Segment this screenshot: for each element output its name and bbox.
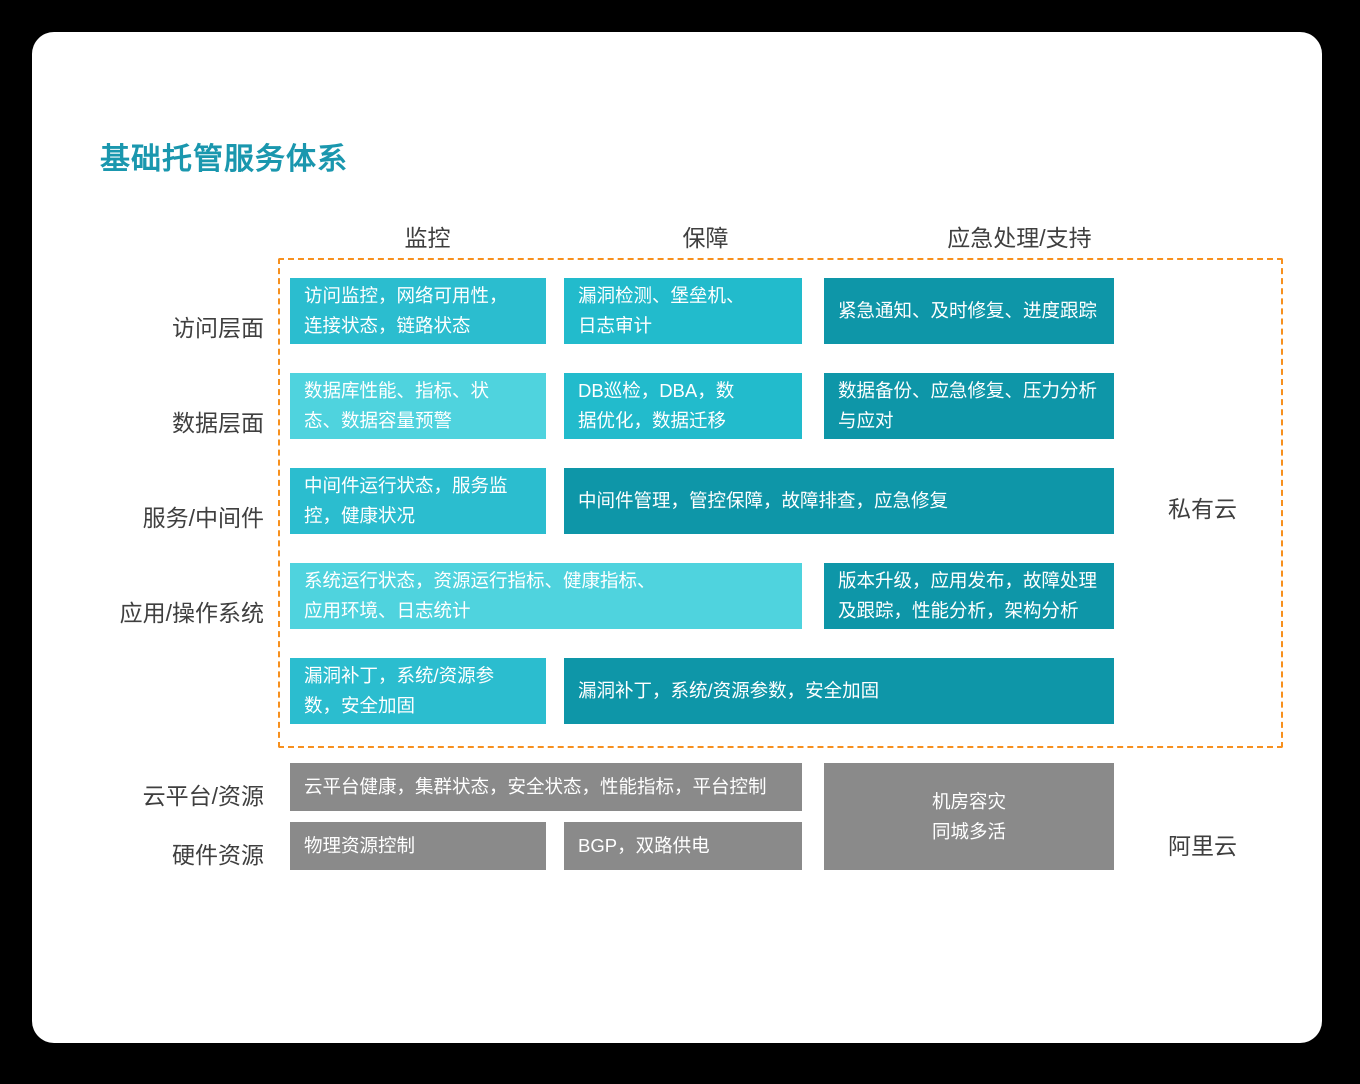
cell-middleware-monitoring[interactable]: 中间件运行状态，服务监 控，健康状况 <box>290 468 546 534</box>
row-label-service-middleware: 服务/中间件 <box>142 505 264 531</box>
diagram-card: 基础托管服务体系 监控 保障 应急处理/支持 访问层面 数据层面 服务/中间件 … <box>32 32 1322 1043</box>
cell-data-monitoring[interactable]: 数据库性能、指标、状 态、数据容量预警 <box>290 373 546 439</box>
cell-application-monitoring-assurance[interactable]: 系统运行状态，资源运行指标、健康指标、 应用环境、日志统计 <box>290 563 802 629</box>
column-header-emergency-support: 应急处理/支持 <box>947 225 1092 251</box>
cell-hardware-monitoring[interactable]: 物理资源控制 <box>290 822 546 870</box>
private-cloud-boundary <box>278 258 1283 748</box>
page-title: 基础托管服务体系 <box>100 143 348 176</box>
cell-cloud-platform-monitoring[interactable]: 云平台健康，集群状态，安全状态，性能指标，平台控制 <box>290 763 802 811</box>
cell-application-emergency[interactable]: 版本升级，应用发布，故障处理 及跟踪，性能分析，架构分析 <box>824 563 1114 629</box>
column-header-assurance: 保障 <box>682 225 729 251</box>
cell-access-emergency[interactable]: 紧急通知、及时修复、进度跟踪 <box>824 278 1114 344</box>
row-label-data-layer: 数据层面 <box>172 410 264 436</box>
cell-access-monitoring[interactable]: 访问监控，网络可用性， 连接状态，链路状态 <box>290 278 546 344</box>
row-label-access-layer: 访问层面 <box>172 315 264 341</box>
cell-security-monitoring[interactable]: 漏洞补丁，系统/资源参 数，安全加固 <box>290 658 546 724</box>
group-label-private-cloud: 私有云 <box>1168 496 1237 522</box>
cell-data-assurance[interactable]: DB巡检，DBA，数 据优化，数据迁移 <box>564 373 802 439</box>
cell-datacenter-disaster-recovery[interactable]: 机房容灾 同城多活 <box>824 763 1114 870</box>
cell-data-emergency[interactable]: 数据备份、应急修复、压力分析 与应对 <box>824 373 1114 439</box>
cell-middleware-assurance-emergency[interactable]: 中间件管理，管控保障，故障排查，应急修复 <box>564 468 1114 534</box>
row-label-cloud-platform-resource: 云平台/资源 <box>142 783 264 809</box>
column-header-monitoring: 监控 <box>404 225 451 251</box>
cell-security-assurance-emergency[interactable]: 漏洞补丁，系统/资源参数，安全加固 <box>564 658 1114 724</box>
cell-hardware-assurance[interactable]: BGP，双路供电 <box>564 822 802 870</box>
row-label-hardware-resource: 硬件资源 <box>172 842 264 868</box>
group-label-alibaba-cloud: 阿里云 <box>1168 833 1237 859</box>
cell-access-assurance[interactable]: 漏洞检测、堡垒机、 日志审计 <box>564 278 802 344</box>
row-label-application-os: 应用/操作系统 <box>119 600 264 626</box>
